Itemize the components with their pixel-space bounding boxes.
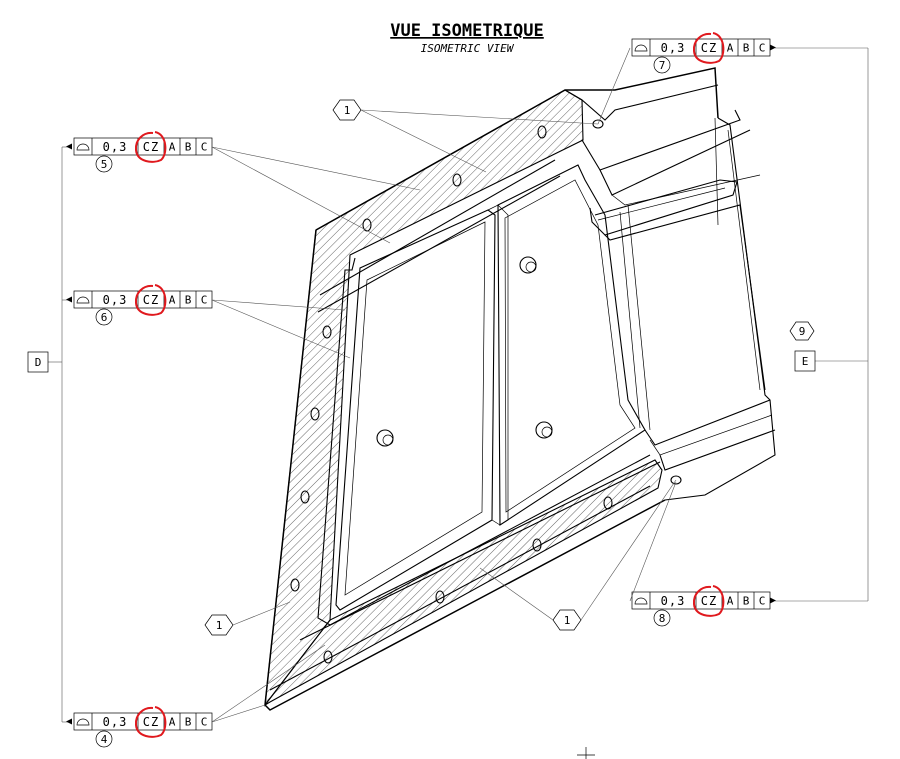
hatched-flange-bottom [264, 459, 663, 706]
profile-of-surface-icon [634, 44, 648, 52]
fcf-id-label: 8 [659, 612, 666, 625]
fcf-datum-ref: B [185, 294, 192, 307]
svg-text:1: 1 [564, 614, 571, 627]
callout-left-1: 1 [204, 601, 291, 636]
hole [310, 407, 320, 421]
fcf-id-label: 7 [659, 59, 666, 72]
red-highlight-mark [134, 284, 167, 316]
fcf-modifier: CZ [701, 41, 717, 55]
red-highlight-mark [692, 585, 725, 617]
datum-bracket-right: E 9 [775, 47, 869, 602]
red-highlight-mark [134, 706, 167, 738]
fcf-datum-ref: A [727, 42, 734, 55]
callout-label-9: 9 [799, 325, 806, 338]
callout-hex-9 [789, 321, 815, 341]
boss [519, 256, 537, 274]
hole [603, 496, 613, 510]
svg-text:1: 1 [216, 619, 223, 632]
holes [290, 119, 682, 664]
frame-leaders [211, 47, 677, 723]
fcf-datum-ref: C [201, 716, 208, 729]
fcf-id-label: 6 [101, 311, 108, 324]
hole [670, 475, 682, 485]
hole [300, 490, 310, 504]
view-subtitle: ISOMETRIC VIEW [421, 42, 515, 55]
fcf-id-label: 5 [101, 158, 108, 171]
hole [537, 125, 547, 139]
callout-bottom-1: 1 [479, 479, 677, 631]
view-title: VUE ISOMETRIQUE [390, 21, 544, 41]
fcf-datum-ref: A [169, 141, 176, 154]
datum-bracket-left: D [27, 146, 72, 723]
datum-label-e: E [802, 355, 809, 368]
red-highlight-mark [134, 131, 167, 163]
crosshair-mark [577, 747, 595, 759]
fcf-datum-ref: A [169, 716, 176, 729]
profile-of-surface-icon [76, 143, 90, 151]
fcf-tolerance: 0,3 [103, 140, 128, 154]
fcf-id-label: 4 [101, 733, 108, 746]
datum-label-d: D [35, 356, 42, 369]
fcf-modifier: CZ [143, 293, 159, 307]
hole [322, 325, 332, 339]
fcf-datum-ref: B [743, 595, 750, 608]
profile-of-surface-icon [634, 597, 648, 605]
hole [532, 538, 542, 552]
fcf-datum-ref: B [185, 141, 192, 154]
hole [323, 650, 333, 664]
fcf-tolerance: 0,3 [103, 715, 128, 729]
fcf-datum-ref: A [727, 595, 734, 608]
hole [435, 590, 445, 604]
fcf-modifier: CZ [701, 594, 717, 608]
fcf-datum-ref: A [169, 294, 176, 307]
hole [290, 578, 300, 592]
red-highlight-mark [692, 32, 725, 64]
boss [535, 421, 553, 439]
profile-of-surface-icon [76, 718, 90, 726]
fcf-tolerance: 0,3 [661, 41, 686, 55]
fcf-datum-ref: B [743, 42, 750, 55]
svg-text:1: 1 [344, 104, 351, 117]
fcf-tolerance: 0,3 [661, 594, 686, 608]
fcf-modifier: CZ [143, 715, 159, 729]
profile-of-surface-icon [76, 296, 90, 304]
fcf-datum-ref: C [201, 294, 208, 307]
hole [452, 173, 462, 187]
fcf-datum-ref: C [201, 141, 208, 154]
callout-top-1: 1 [332, 99, 599, 173]
fcf-datum-ref: C [759, 42, 766, 55]
fcf-datum-ref: B [185, 716, 192, 729]
part-outline [264, 67, 776, 711]
fcf-modifier: CZ [143, 140, 159, 154]
fcf-datum-ref: C [759, 595, 766, 608]
fcf-tolerance: 0,3 [103, 293, 128, 307]
hole [362, 218, 372, 232]
boss [376, 429, 394, 447]
